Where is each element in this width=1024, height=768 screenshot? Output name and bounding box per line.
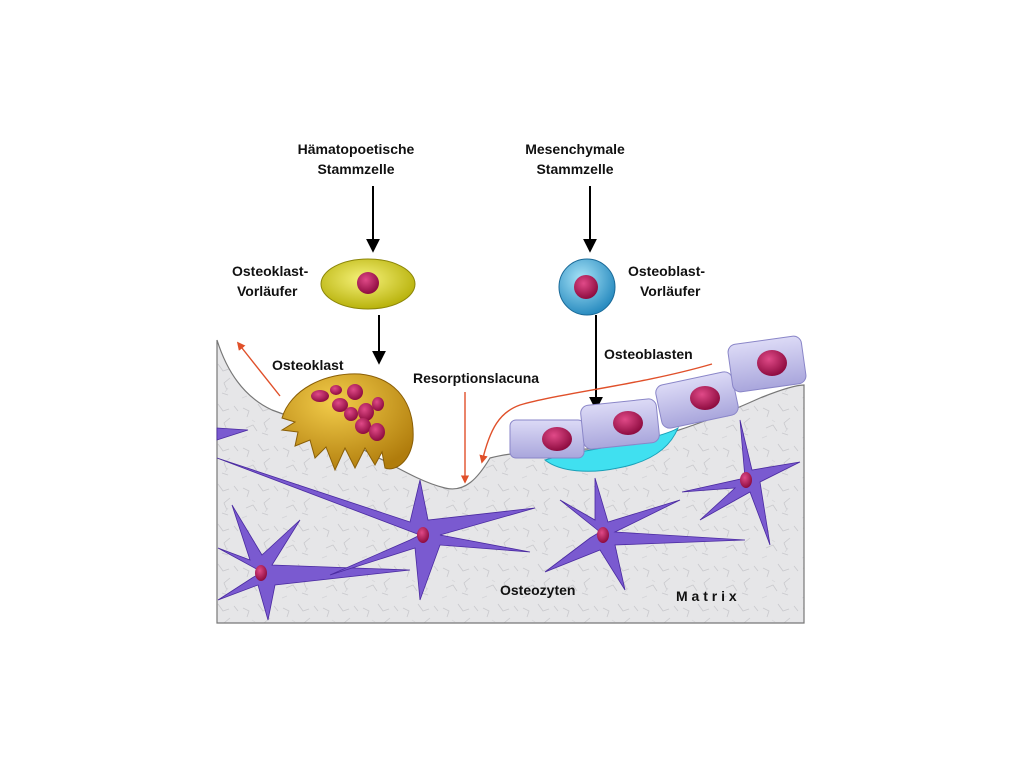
label-msc-line1: Mesenchymale	[525, 141, 625, 157]
label-osteoclast-precursor-line1: Osteoklast-	[232, 263, 309, 279]
osteocyte-3	[544, 477, 746, 591]
label-hsc-line2: Stammzelle	[317, 161, 394, 177]
label-osteoblasts: Osteoblasten	[604, 346, 693, 362]
label-osteoblast-precursor-line2: Vorläufer	[640, 283, 701, 299]
label-msc-line2: Stammzelle	[536, 161, 613, 177]
label-osteoclast-precursor-line2: Vorläufer	[237, 283, 298, 299]
osteoclast-precursor-cell	[320, 258, 416, 310]
label-osteoblast-precursor-line1: Osteoblast-	[628, 263, 705, 279]
osteoclast-cell	[280, 373, 414, 472]
label-hsc-line1: Hämatopoetische	[298, 141, 415, 157]
osteocyte-2	[216, 457, 536, 601]
osteoblast-1	[509, 419, 585, 459]
label-matrix: M a t r i x	[676, 588, 737, 604]
label-resorption-lacuna: Resorptionslacuna	[413, 370, 539, 386]
osteocyte-fragment-left	[216, 427, 249, 441]
osteoblast-3	[655, 371, 739, 429]
arrow-osteoblast-migration	[479, 363, 713, 464]
osteocyte-1	[217, 504, 411, 621]
arrow-osteoclast-migration	[236, 341, 281, 397]
osteoblast-4	[727, 335, 807, 393]
osteoblast-precursor-cell	[558, 258, 616, 316]
osteoblast-2	[580, 398, 660, 450]
osteocyte-4	[681, 419, 801, 546]
label-osteocytes: Osteozyten	[500, 582, 575, 598]
label-osteoclast: Osteoklast	[272, 357, 344, 373]
